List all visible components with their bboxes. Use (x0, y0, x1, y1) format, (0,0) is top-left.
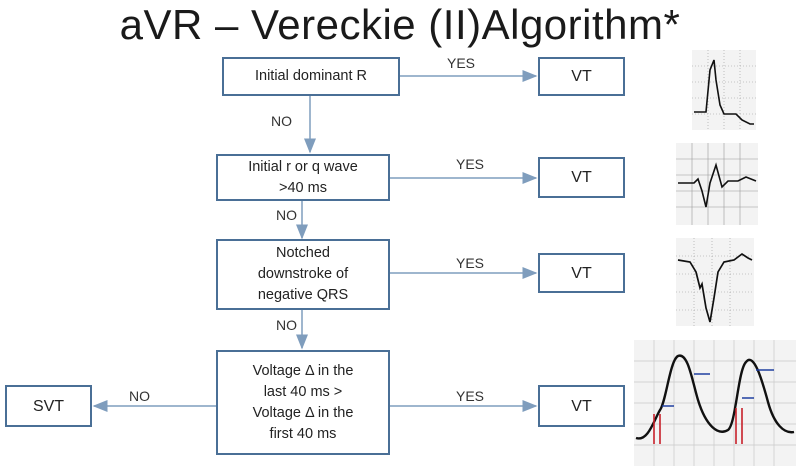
result-vt-2: VT (538, 157, 625, 198)
no-label-2: NO (276, 207, 297, 223)
no-label-1: NO (271, 113, 292, 129)
step-1-box: Initial dominant R (222, 57, 400, 96)
result-vt-3: VT (538, 253, 625, 293)
result-vt-1: VT (538, 57, 625, 96)
page-title: aVR – Vereckie (II)Algorithm* (119, 1, 681, 48)
yes-label-1: YES (447, 55, 476, 71)
ecg-image-initial-r-or-q (676, 143, 758, 225)
no-label-svt: NO (129, 388, 150, 404)
yes-label-3: YES (456, 255, 485, 271)
step-2-box: Initial r or q wave >40 ms (216, 154, 390, 201)
ecg-image-voltage-delta (634, 340, 796, 466)
yes-label-4: YES (456, 388, 485, 404)
result-svt: SVT (5, 385, 92, 427)
yes-label-2: YES (456, 156, 485, 172)
step-3-box: Notched downstroke of negative QRS (216, 239, 390, 310)
step-4-box: Voltage Δ in the last 40 ms > Voltage Δ … (216, 350, 390, 455)
ecg-image-dominant-r (692, 50, 756, 130)
result-vt-4: VT (538, 385, 625, 427)
ecg-image-notched-downstroke (676, 238, 754, 326)
no-label-3: NO (276, 317, 297, 333)
